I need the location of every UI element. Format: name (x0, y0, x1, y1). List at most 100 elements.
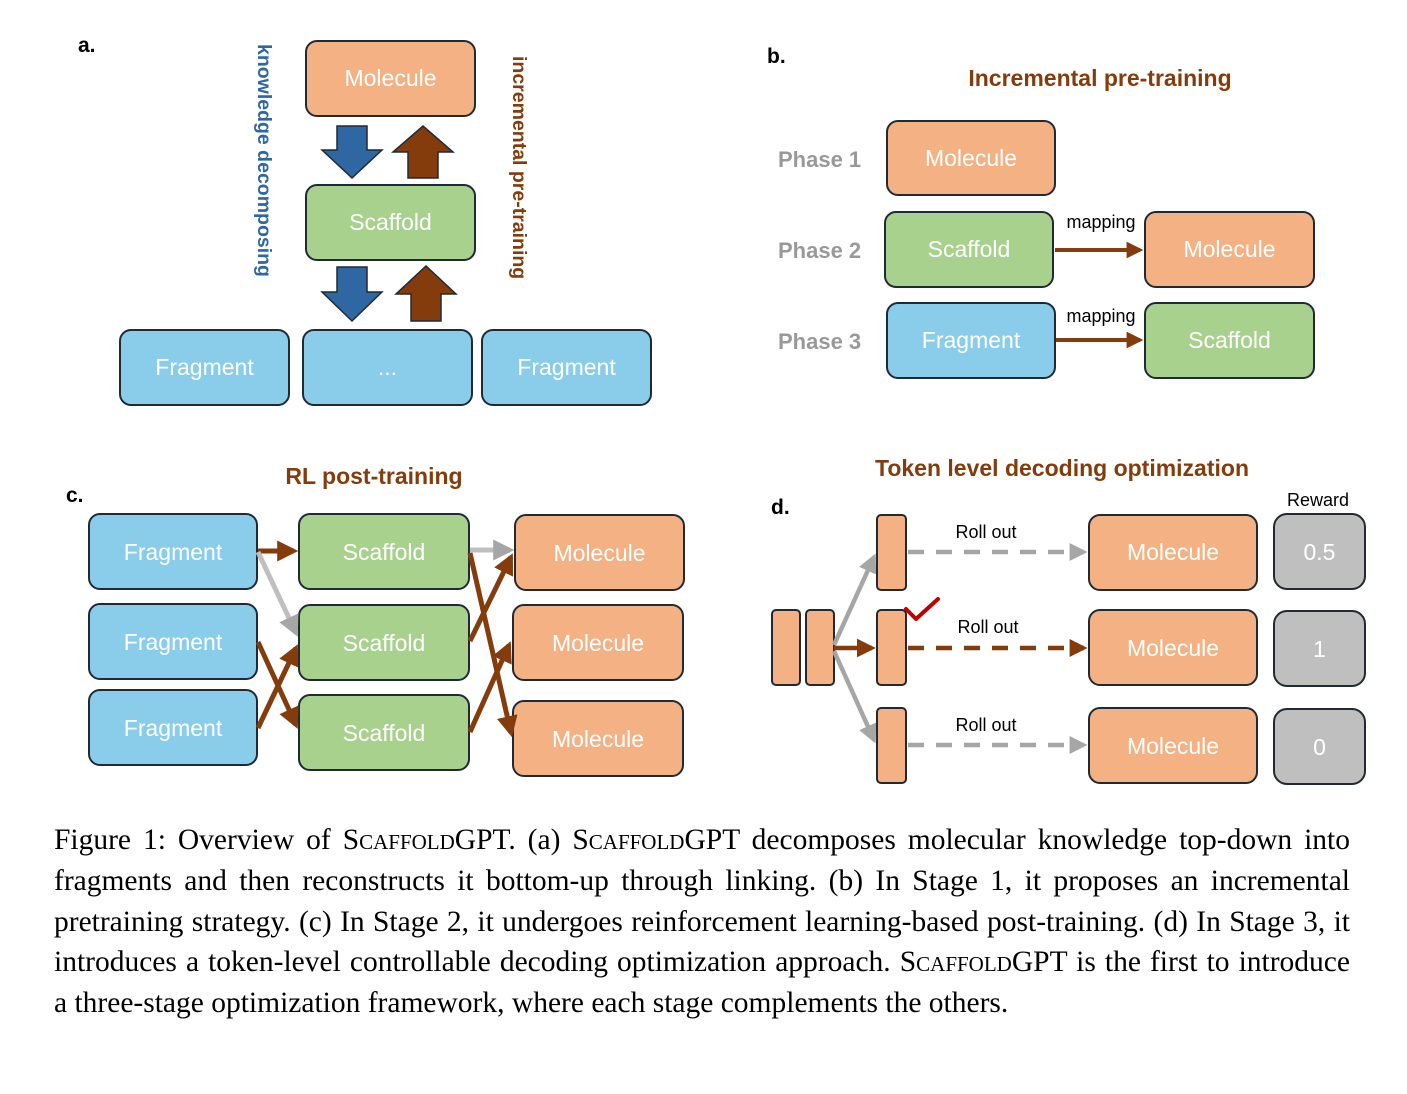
a-up-arrow-2 (394, 264, 458, 322)
caption-text-3: is the first to introduce a three-stage … (54, 946, 1350, 1020)
d-molecule-label-2: Molecule (1127, 635, 1219, 661)
phase-2-label: Phase 2 (778, 238, 861, 263)
panel-d: Token level decoding optimization d. Rew… (771, 455, 1366, 785)
c-molecule-label-1: Molecule (553, 540, 645, 566)
c-scaffold-label-2: Scaffold (343, 630, 426, 656)
d-prefix-token-1 (771, 609, 801, 686)
b-phase1-molecule-box (886, 120, 1056, 196)
a-incremental-pretraining-label: incremental pre-training (508, 56, 530, 279)
d-molecule-label-1: Molecule (1127, 539, 1219, 565)
c-scaffold-label-1: Scaffold (343, 539, 426, 565)
panel-c-letter: c. (66, 484, 84, 507)
b-phase2-scaffold-label: Scaffold (928, 236, 1011, 262)
caption-name-sc-3: Scaffold (899, 946, 1012, 979)
d-branch-arrow-bottom (831, 650, 877, 744)
c-molecule-box-1 (514, 514, 685, 591)
caption-text-2: decomposes molecular knowledge top-down … (54, 824, 1350, 979)
b-phase2-molecule-label: Molecule (1183, 236, 1275, 262)
panel-a-letter: a. (78, 34, 96, 57)
panel-c: c. RL post-training Fragment Fragment Fr… (66, 463, 685, 777)
c-arrow-s2-m1 (467, 553, 514, 643)
c-molecule-label-2: Molecule (552, 630, 644, 656)
d-reward-value-1: 0.5 (1304, 539, 1336, 565)
b-phase3-fragment-label: Fragment (922, 327, 1021, 353)
c-molecule-box-3 (512, 700, 684, 777)
c-fragment-label-1: Fragment (124, 539, 223, 565)
checkmark-icon (904, 597, 940, 621)
c-fragment-label-3: Fragment (124, 715, 223, 741)
panel-b-title: Incremental pre-training (968, 65, 1231, 91)
c-arrow-s3-m2 (467, 641, 512, 734)
d-reward-value-2: 1 (1313, 636, 1326, 662)
c-fragment-box-2 (88, 603, 258, 680)
c-scaffold-box-2 (298, 604, 470, 681)
a-scaffold-label: Scaffold (349, 209, 432, 235)
d-reward-box-1 (1273, 513, 1366, 590)
d-reward-box-2 (1273, 610, 1366, 687)
d-rollout-label-2: Roll out (957, 617, 1018, 637)
panel-c-title: RL post-training (285, 463, 462, 489)
d-molecule-label-3: Molecule (1127, 733, 1219, 759)
d-reward-value-3: 0 (1313, 734, 1326, 760)
d-branch-arrow-top (831, 553, 877, 646)
caption-name-sc-1: Scaffold (342, 824, 455, 856)
b-phase3-scaffold-label: Scaffold (1188, 327, 1271, 353)
a-scaffold-box (305, 184, 476, 261)
a-up-arrow-1 (390, 125, 456, 179)
d-reward-box-3 (1273, 708, 1366, 785)
panel-d-title: Token level decoding optimization (875, 455, 1249, 481)
d-molecule-box-2 (1088, 609, 1258, 686)
overview-figure: a. Molecule Scaffold Fragment ... Fragme… (66, 34, 1366, 785)
b-phase3-fragment-box (886, 302, 1056, 379)
a-fragment-mid-box (302, 329, 473, 406)
a-molecule-label: Molecule (344, 65, 436, 91)
panel-b: b. Incremental pre-training Phase 1 Phas… (767, 45, 1315, 379)
b-mapping-label-2: mapping (1066, 306, 1135, 326)
figure-caption: Figure 1: Overview of ScaffoldGPT. (a) S… (54, 820, 1350, 1024)
phase-3-label: Phase 3 (778, 329, 861, 354)
caption-name-tail-1: GPT (454, 824, 509, 856)
caption-name-tail-2: GPT (684, 824, 740, 856)
a-fragment-left-box (119, 329, 290, 406)
a-fragment-right-label: Fragment (517, 354, 616, 380)
reward-header: Reward (1287, 490, 1349, 510)
a-down-arrow-2 (320, 266, 384, 323)
c-arrow-f3-s2 (255, 644, 299, 730)
c-molecule-box-2 (512, 604, 684, 681)
d-prefix-token-2 (805, 609, 835, 686)
panel-a: a. Molecule Scaffold Fragment ... Fragme… (78, 34, 652, 406)
c-fragment-box-1 (88, 513, 258, 590)
a-fragment-left-label: Fragment (155, 354, 254, 380)
b-mapping-label-1: mapping (1066, 212, 1135, 232)
a-fragment-mid-label: ... (378, 354, 397, 380)
b-phase2-scaffold-box (884, 211, 1054, 288)
b-phase3-scaffold-box (1144, 302, 1315, 379)
d-candidate-token-2 (876, 609, 907, 686)
a-down-arrow-1 (320, 125, 384, 180)
b-phase2-molecule-box (1144, 211, 1315, 288)
c-fragment-label-2: Fragment (124, 629, 223, 655)
d-rollout-label-1: Roll out (955, 522, 1016, 542)
c-scaffold-label-3: Scaffold (343, 720, 426, 746)
caption-text-1: . (a) (508, 824, 573, 856)
caption-name-tail-3: GPT (1011, 946, 1068, 979)
caption-name-sc-2: Scaffold (572, 824, 685, 856)
caption-label: Figure 1: Overview of (54, 824, 343, 856)
d-molecule-box-3 (1088, 707, 1258, 784)
d-rollout-label-3: Roll out (955, 715, 1016, 735)
d-molecule-box-1 (1088, 514, 1258, 591)
panel-d-letter: d. (771, 496, 790, 519)
d-candidate-token-3 (876, 707, 907, 784)
b-phase1-molecule-label: Molecule (925, 145, 1017, 171)
a-fragment-right-box (481, 329, 652, 406)
a-knowledge-decomposing-label: knowledge decomposing (253, 44, 275, 277)
panel-b-letter: b. (767, 45, 786, 68)
d-candidate-token-1 (876, 514, 907, 591)
c-scaffold-box-3 (298, 694, 470, 771)
phase-1-label: Phase 1 (778, 147, 861, 172)
c-scaffold-box-1 (298, 513, 470, 590)
c-molecule-label-3: Molecule (552, 726, 644, 752)
c-arrow-s1-m3 (467, 552, 518, 738)
c-arrow-f1-s2 (255, 550, 299, 637)
a-molecule-box (305, 40, 476, 117)
